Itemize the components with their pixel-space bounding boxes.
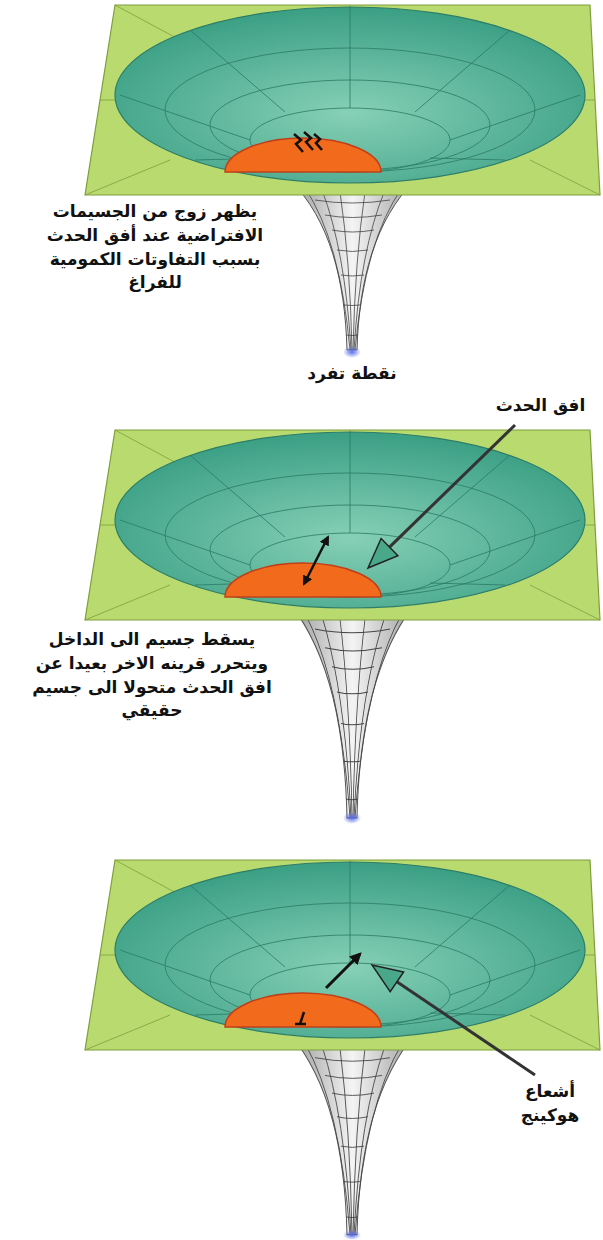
spacetime-well xyxy=(85,860,600,1050)
note-text: يسقط جسيم الى الداخل ويتحرر قرينه الاخر … xyxy=(32,628,272,723)
horizon-label: افق الحدث xyxy=(488,394,593,418)
funnel-throat xyxy=(290,1034,415,1235)
escaping-particle xyxy=(326,954,360,988)
panel-two xyxy=(85,425,600,824)
spacetime-well xyxy=(85,5,600,195)
pointer-head xyxy=(372,965,404,992)
singularity-dot xyxy=(343,1230,361,1240)
singularity-dot xyxy=(343,346,361,358)
note-text: يظهر زوج من الجسيمات الافتراضية عند أفق … xyxy=(40,200,270,295)
pointer-line xyxy=(390,425,516,547)
panel-three xyxy=(85,860,600,1240)
particle-pair-arrow xyxy=(304,537,328,584)
pointer-head xyxy=(368,539,398,569)
singularity-label: نقطة تفرد xyxy=(292,362,412,386)
spacetime-well xyxy=(85,430,600,620)
fallen-particle xyxy=(295,1012,306,1024)
radiation-label: أشعاع هوكينج xyxy=(508,1080,592,1128)
funnel-throat xyxy=(290,180,415,350)
pointer-line xyxy=(397,982,535,1075)
panel-one xyxy=(85,5,600,358)
singularity-dot xyxy=(343,812,361,824)
virtual-pair xyxy=(294,132,322,152)
funnel-throat xyxy=(290,604,415,818)
